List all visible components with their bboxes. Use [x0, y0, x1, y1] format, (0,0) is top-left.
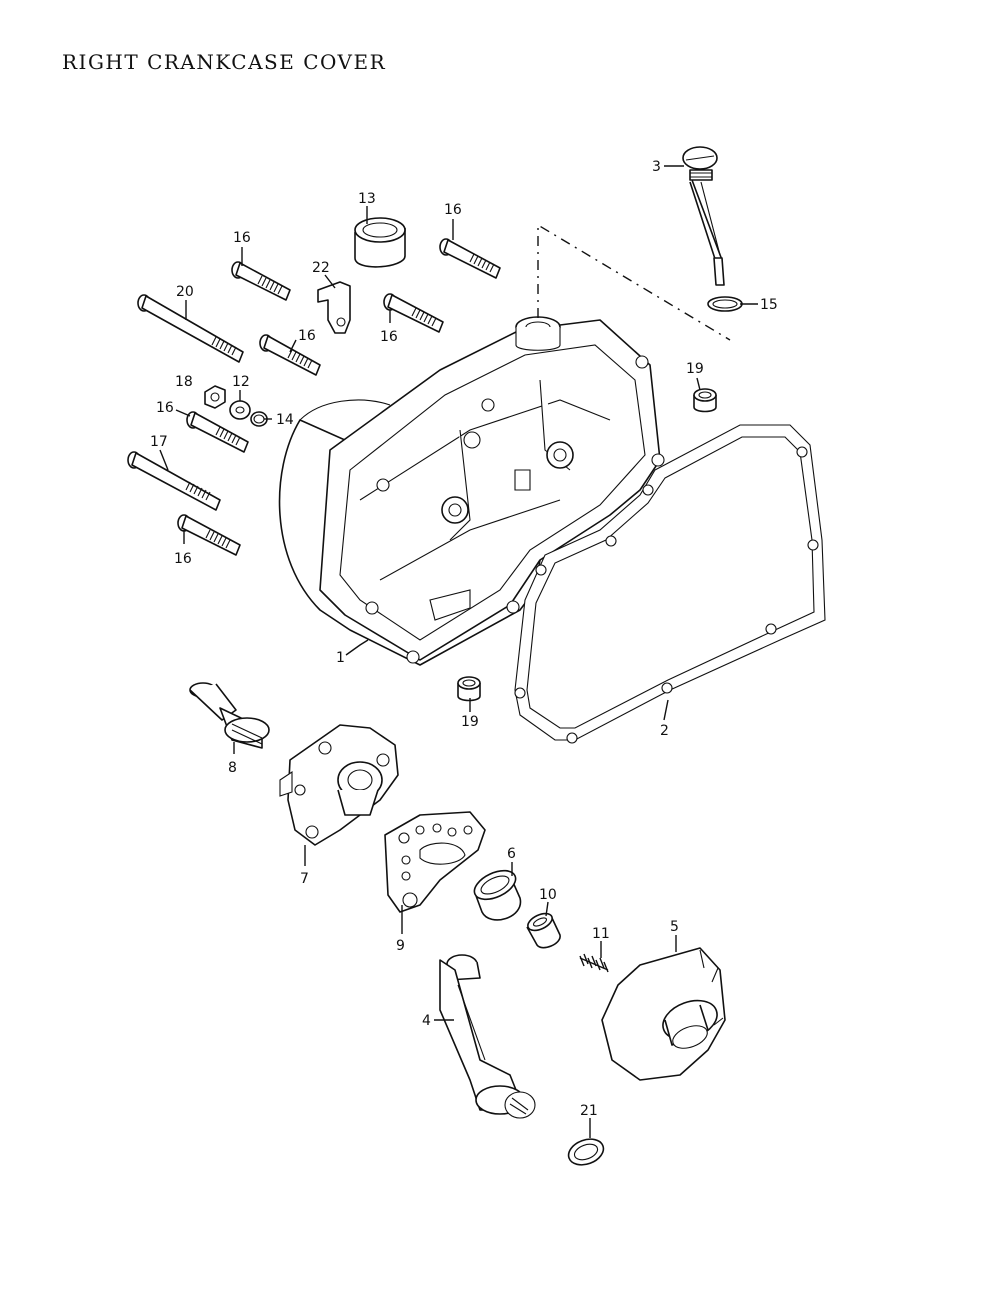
part-19-dowel-pin-a — [693, 388, 717, 413]
part-16-bolt-a — [439, 238, 501, 279]
callout-17: 17 — [150, 434, 168, 450]
callout-22: 22 — [312, 260, 330, 276]
callout-11: 11 — [592, 926, 610, 942]
part-16-bolt-c — [383, 293, 444, 333]
part-17-bolt — [127, 451, 221, 511]
part-20-long-bolt — [137, 294, 244, 363]
callout-16-f: 16 — [174, 551, 192, 567]
callout-16-c: 16 — [298, 328, 316, 344]
callout-18: 18 — [175, 374, 193, 390]
callout-15: 15 — [760, 297, 778, 313]
part-11-spring — [579, 953, 609, 973]
callout-20: 20 — [176, 284, 194, 300]
callout-14: 14 — [276, 412, 294, 428]
part-2-gasket — [514, 424, 826, 744]
part-19-dowel-pin-b — [457, 676, 481, 702]
part-6-ring — [473, 869, 522, 921]
callout-4: 4 — [422, 1013, 431, 1029]
part-22-bracket — [317, 281, 351, 334]
part-16-bolt-b — [231, 261, 291, 301]
part-18-nut — [204, 385, 226, 409]
part-13-bushing — [354, 217, 406, 268]
page-title: RIGHT CRANKCASE COVER — [62, 50, 387, 74]
callout-6: 6 — [507, 846, 516, 862]
part-14-o-ring — [250, 411, 268, 427]
assembly-dash-line — [537, 223, 731, 341]
leader-lines — [159, 165, 758, 1138]
part-15-o-ring — [707, 296, 743, 312]
callout-16-d: 16 — [380, 329, 398, 345]
callout-9: 9 — [396, 938, 405, 954]
part-1-crankcase-cover — [278, 316, 665, 666]
part-16-bolt-f — [177, 514, 241, 556]
part-5-plate-shaft — [601, 947, 726, 1081]
callout-21: 21 — [580, 1103, 598, 1119]
callout-1: 1 — [336, 650, 345, 666]
callout-8: 8 — [228, 760, 237, 776]
part-8-shaft — [189, 682, 270, 749]
callout-7: 7 — [300, 871, 309, 887]
callout-2: 2 — [660, 723, 669, 739]
callout-16-e: 16 — [156, 400, 174, 416]
callout-3: 3 — [652, 159, 661, 175]
part-21-ring — [567, 1138, 605, 1166]
callout-19-b: 19 — [461, 714, 479, 730]
callout-5: 5 — [670, 919, 679, 935]
part-16-bolt-d — [259, 334, 321, 376]
callout-12: 12 — [232, 374, 250, 390]
callout-13: 13 — [358, 191, 376, 207]
part-3-oil-dipstick — [682, 146, 725, 286]
part-12-washer — [229, 400, 251, 420]
part-4-kick-arm — [439, 954, 536, 1119]
part-9-plate — [384, 811, 486, 913]
callout-10: 10 — [539, 887, 557, 903]
callout-16-b: 16 — [233, 230, 251, 246]
callout-19-a: 19 — [686, 361, 704, 377]
callout-16-a: 16 — [444, 202, 462, 218]
part-7-plate — [279, 724, 399, 846]
part-10-collar — [526, 912, 561, 949]
